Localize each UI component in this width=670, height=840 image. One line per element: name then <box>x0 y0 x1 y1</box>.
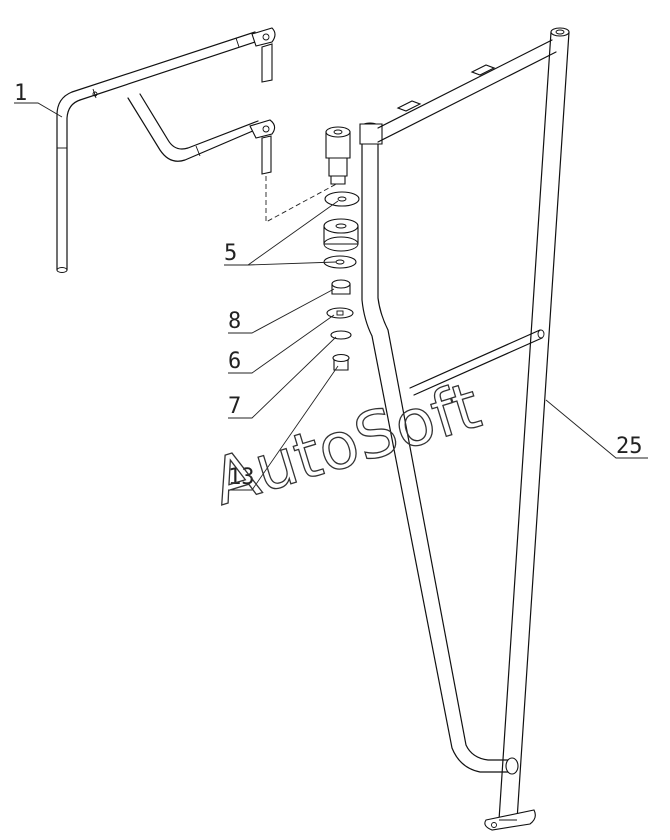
part-25-frame <box>359 27 570 831</box>
callout-labels: 1 5 8 6 7 13 25 <box>14 81 643 490</box>
watermark-text: AutoSoft <box>204 369 488 520</box>
hardware-stack <box>323 126 360 371</box>
part-1-bracket <box>56 27 276 273</box>
callout-6: 6 <box>228 349 241 374</box>
callout-leaders <box>14 102 648 491</box>
callout-25: 25 <box>616 434 643 459</box>
callout-1: 1 <box>14 81 27 106</box>
callout-5: 5 <box>224 241 237 266</box>
callout-7: 7 <box>228 394 241 419</box>
callout-13: 13 <box>228 465 255 490</box>
callout-8: 8 <box>228 309 241 334</box>
